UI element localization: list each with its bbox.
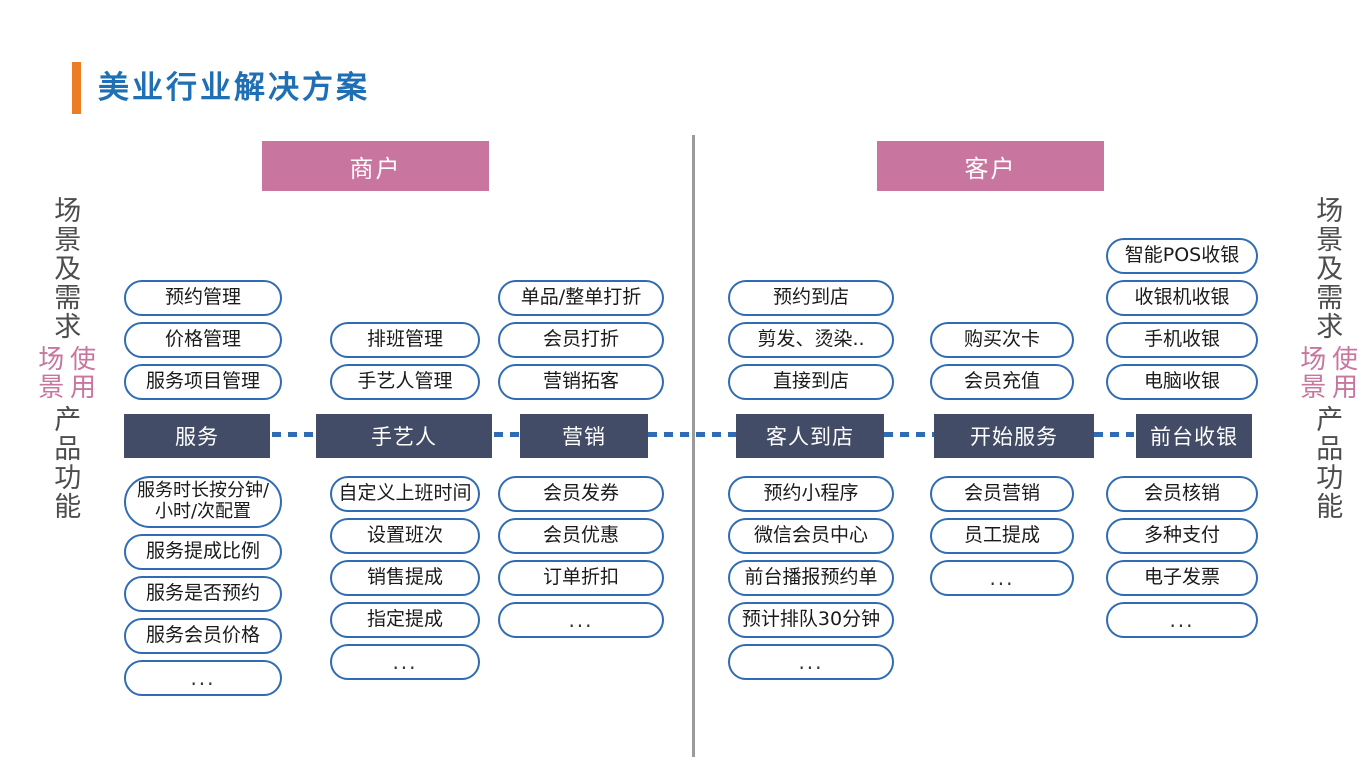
connector-service-craftsman [272,432,324,437]
feature-pill[interactable]: 服务是否预约 [124,576,282,612]
feature-pill[interactable]: 销售提成 [330,560,480,596]
scene-pill[interactable]: 预约管理 [124,280,282,316]
feature-pill[interactable]: 微信会员中心 [728,518,894,554]
side-label-left: 场景及需求 使用 场景 产品功能 [32,196,96,521]
stage-bar-start-service[interactable]: 开始服务 [934,414,1094,458]
group-tab-customer[interactable]: 客户 [877,141,1104,191]
side-label-scene-demand-left: 场景及需求 [49,196,81,341]
connector-marketing-guest [648,432,748,437]
scene-pill[interactable]: 会员打折 [498,322,664,358]
feature-pill[interactable]: 员工提成 [930,518,1074,554]
scene-pill[interactable]: 会员充值 [930,364,1074,400]
scene-pill[interactable]: 手机收银 [1106,322,1258,358]
feature-pill-more[interactable]: ... [728,644,894,680]
stage-bar-service[interactable]: 服务 [124,414,270,458]
scene-stack-craftsman: 排班管理手艺人管理 [330,322,480,406]
scene-stack-start-service: 购买次卡会员充值 [930,322,1074,406]
group-tab-merchant[interactable]: 商户 [262,141,489,191]
feature-pill-more[interactable]: ... [1106,602,1258,638]
feature-pill-more[interactable]: ... [124,660,282,696]
scene-stack-marketing: 单品/整单打折会员打折营销拓客 [498,280,664,406]
stage-bar-front-desk-cashier[interactable]: 前台收银 [1136,414,1252,458]
side-label-use-scene-right: 使用 场景 [1294,345,1358,401]
feature-stack-guest-arrival: 预约小程序微信会员中心前台播报预约单预计排队30分钟... [728,476,894,686]
side-label-use-scene-left-line1: 使用 [65,345,96,401]
connector-startservice-cashier [1094,432,1134,437]
stage-bar-marketing[interactable]: 营销 [520,414,648,458]
feature-stack-start-service: 会员营销员工提成... [930,476,1074,602]
side-label-use-scene-right-line1: 使用 [1327,345,1358,401]
scene-pill[interactable]: 营销拓客 [498,364,664,400]
scene-pill[interactable]: 排班管理 [330,322,480,358]
scene-stack-front-desk-cashier: 智能POS收银收银机收银手机收银电脑收银 [1106,238,1258,406]
scene-stack-guest-arrival: 预约到店剪发、烫染.. 直接到店 [728,280,894,406]
scene-pill[interactable]: 手艺人管理 [330,364,480,400]
scene-pill[interactable]: 智能POS收银 [1106,238,1258,274]
feature-pill[interactable]: 服务会员价格 [124,618,282,654]
connector-craftsman-marketing [494,432,524,437]
feature-pill[interactable]: 会员营销 [930,476,1074,512]
scene-pill[interactable]: 收银机收银 [1106,280,1258,316]
side-label-product-function-right: 产品功能 [1311,405,1343,521]
side-label-product-function-left: 产品功能 [49,405,81,521]
feature-pill[interactable]: 服务时长按分钟/小时/次配置 [124,476,282,528]
feature-pill[interactable]: 指定提成 [330,602,480,638]
feature-pill[interactable]: 会员核销 [1106,476,1258,512]
feature-pill[interactable]: 前台播报预约单 [728,560,894,596]
feature-pill[interactable]: 多种支付 [1106,518,1258,554]
feature-pill[interactable]: 服务提成比例 [124,534,282,570]
side-label-use-scene-left-line2: 场景 [33,345,64,401]
side-label-scene-demand-right: 场景及需求 [1311,196,1343,341]
feature-pill[interactable]: 电子发票 [1106,560,1258,596]
scene-pill[interactable]: 价格管理 [124,322,282,358]
connector-guest-startservice [884,432,934,437]
side-label-right: 场景及需求 使用 场景 产品功能 [1294,196,1358,521]
scene-pill[interactable]: 剪发、烫染.. [728,322,894,358]
page-title-block: 美业行业解决方案 [72,62,370,114]
scene-pill[interactable]: 服务项目管理 [124,364,282,400]
side-label-use-scene-left: 使用 场景 [32,345,96,401]
feature-pill-more[interactable]: ... [498,602,664,638]
feature-stack-marketing: 会员发券会员优惠订单折扣... [498,476,664,644]
feature-pill[interactable]: 预约小程序 [728,476,894,512]
feature-stack-front-desk-cashier: 会员核销多种支付电子发票... [1106,476,1258,644]
feature-stack-service: 服务时长按分钟/小时/次配置服务提成比例服务是否预约服务会员价格... [124,476,282,702]
feature-stack-craftsman: 自定义上班时间设置班次销售提成指定提成... [330,476,480,686]
feature-pill[interactable]: 预计排队30分钟 [728,602,894,638]
scene-stack-service: 预约管理价格管理服务项目管理 [124,280,282,406]
feature-pill[interactable]: 订单折扣 [498,560,664,596]
scene-pill[interactable]: 购买次卡 [930,322,1074,358]
feature-pill-more[interactable]: ... [930,560,1074,596]
feature-pill[interactable]: 设置班次 [330,518,480,554]
scene-pill[interactable]: 预约到店 [728,280,894,316]
feature-pill[interactable]: 会员发券 [498,476,664,512]
scene-pill[interactable]: 单品/整单打折 [498,280,664,316]
side-label-use-scene-right-line2: 场景 [1295,345,1326,401]
feature-pill[interactable]: 自定义上班时间 [330,476,480,512]
page-title: 美业行业解决方案 [98,69,370,106]
section-divider [692,135,695,757]
stage-bar-craftsman[interactable]: 手艺人 [316,414,492,458]
scene-pill[interactable]: 直接到店 [728,364,894,400]
feature-pill[interactable]: 会员优惠 [498,518,664,554]
feature-pill-more[interactable]: ... [330,644,480,680]
stage-bar-guest-arrival[interactable]: 客人到店 [736,414,884,458]
scene-pill[interactable]: 电脑收银 [1106,364,1258,400]
title-accent-bar [72,62,81,114]
